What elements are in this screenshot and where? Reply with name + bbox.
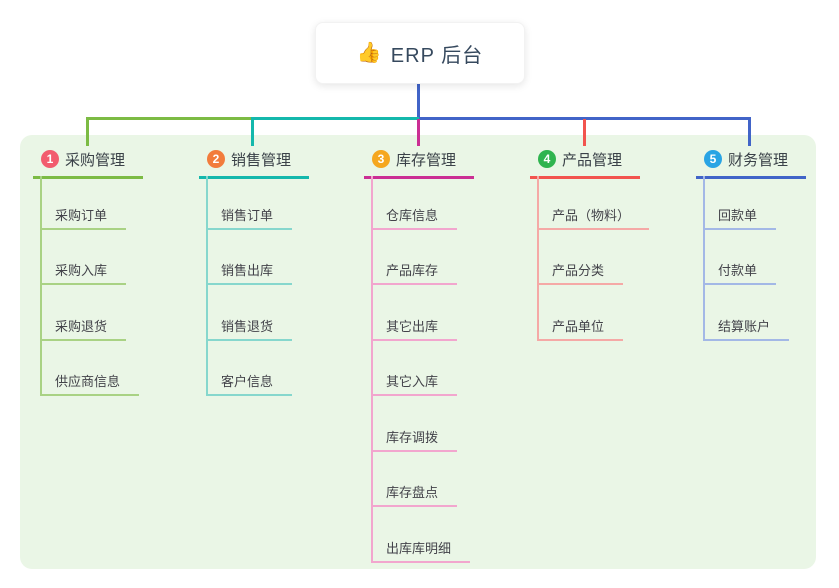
child-node-purchase-order[interactable]: 采购订单 — [40, 204, 126, 230]
connector-drop-finance — [748, 117, 751, 146]
connector-bus-sales — [251, 117, 419, 120]
branch-number-badge: 1 — [41, 150, 59, 168]
child-node-sales-outbound[interactable]: 销售出库 — [206, 259, 292, 285]
child-label: 销售退货 — [221, 319, 274, 334]
connector-drop-product — [583, 119, 586, 146]
child-label: 仓库信息 — [386, 208, 439, 223]
child-label: 产品库存 — [386, 263, 439, 278]
branches-panel — [20, 135, 816, 569]
child-label: 回款单 — [718, 208, 758, 223]
child-node-sales-return[interactable]: 销售退货 — [206, 315, 292, 341]
child-node-sales-order[interactable]: 销售订单 — [206, 204, 292, 230]
child-node-warehouse-info[interactable]: 仓库信息 — [371, 204, 457, 230]
branch-product-management: 4 产品管理 产品（物料） 产品分类 产品单位 — [530, 145, 649, 341]
child-node-product-category[interactable]: 产品分类 — [537, 259, 623, 285]
child-label: 出库库明细 — [386, 541, 452, 556]
root-title: ERP 后台 — [390, 44, 484, 67]
child-node-stock-count[interactable]: 库存盘点 — [371, 481, 457, 507]
child-node-product-material[interactable]: 产品（物料） — [537, 204, 649, 230]
child-label: 采购订单 — [55, 208, 108, 223]
branch-number-badge: 5 — [704, 150, 722, 168]
child-label: 产品（物料） — [552, 208, 631, 223]
child-node-other-inbound[interactable]: 其它入库 — [371, 370, 457, 396]
connector-bus-finance — [419, 117, 751, 120]
branch-spine — [537, 176, 539, 341]
connector-drop-sales — [251, 117, 254, 146]
connector-drop-purchase — [86, 117, 89, 146]
branch-title-purchase[interactable]: 1 采购管理 — [33, 145, 143, 173]
child-node-product-stock[interactable]: 产品库存 — [371, 259, 457, 285]
branch-spine — [371, 176, 373, 563]
branch-number-badge: 3 — [372, 150, 390, 168]
branch-underline — [33, 176, 143, 179]
child-label: 其它入库 — [386, 374, 439, 389]
branch-underline — [696, 176, 806, 179]
branch-finance-management: 5 财务管理 回款单 付款单 结算账户 — [696, 145, 806, 341]
child-label: 采购退货 — [55, 319, 108, 334]
branch-label: 库存管理 — [396, 151, 457, 169]
child-node-receipt-order[interactable]: 回款单 — [703, 204, 776, 230]
branch-underline — [199, 176, 309, 179]
branch-title-finance[interactable]: 5 财务管理 — [696, 145, 806, 173]
branch-title-product[interactable]: 4 产品管理 — [530, 145, 640, 173]
branch-label: 财务管理 — [728, 151, 789, 169]
child-label: 客户信息 — [221, 374, 274, 389]
branch-label: 产品管理 — [562, 151, 623, 169]
branch-title-sales[interactable]: 2 销售管理 — [199, 145, 309, 173]
child-label: 结算账户 — [718, 319, 771, 334]
child-node-stock-transfer[interactable]: 库存调拨 — [371, 426, 457, 452]
child-node-product-unit[interactable]: 产品单位 — [537, 315, 623, 341]
child-node-outbound-detail[interactable]: 出库库明细 — [371, 537, 470, 563]
child-node-payment-order[interactable]: 付款单 — [703, 259, 776, 285]
child-label: 产品分类 — [552, 263, 605, 278]
child-node-customer-info[interactable]: 客户信息 — [206, 370, 292, 396]
branch-spine — [40, 176, 42, 396]
root-node[interactable]: 👍 ERP 后台 — [315, 22, 525, 84]
child-label: 销售出库 — [221, 263, 274, 278]
child-label: 供应商信息 — [55, 374, 121, 389]
branch-number-badge: 2 — [207, 150, 225, 168]
child-label: 付款单 — [718, 263, 758, 278]
child-node-purchase-inbound[interactable]: 采购入库 — [40, 259, 126, 285]
child-label: 产品单位 — [552, 319, 605, 334]
branch-title-inventory[interactable]: 3 库存管理 — [364, 145, 474, 173]
child-label: 库存盘点 — [386, 485, 439, 500]
branch-spine — [703, 176, 705, 341]
branch-label: 销售管理 — [231, 151, 292, 169]
branch-spine — [206, 176, 208, 396]
child-label: 销售订单 — [221, 208, 274, 223]
branch-label: 采购管理 — [65, 151, 126, 169]
child-label: 库存调拨 — [386, 430, 439, 445]
child-label: 采购入库 — [55, 263, 108, 278]
child-node-other-outbound[interactable]: 其它出库 — [371, 315, 457, 341]
thumbs-up-icon: 👍 — [356, 42, 382, 64]
branch-underline — [364, 176, 474, 179]
child-node-supplier-info[interactable]: 供应商信息 — [40, 370, 139, 396]
child-node-purchase-return[interactable]: 采购退货 — [40, 315, 126, 341]
connector-root-drop — [417, 82, 420, 118]
connector-drop-inventory — [417, 119, 420, 146]
branch-number-badge: 4 — [538, 150, 556, 168]
branch-inventory-management: 3 库存管理 仓库信息 产品库存 其它出库 其它入库 库存调拨 库存盘点 出库库… — [364, 145, 474, 563]
child-label: 其它出库 — [386, 319, 439, 334]
child-node-settlement-account[interactable]: 结算账户 — [703, 315, 789, 341]
branch-underline — [530, 176, 640, 179]
branch-purchase-management: 1 采购管理 采购订单 采购入库 采购退货 供应商信息 — [33, 145, 143, 396]
branch-sales-management: 2 销售管理 销售订单 销售出库 销售退货 客户信息 — [199, 145, 309, 396]
